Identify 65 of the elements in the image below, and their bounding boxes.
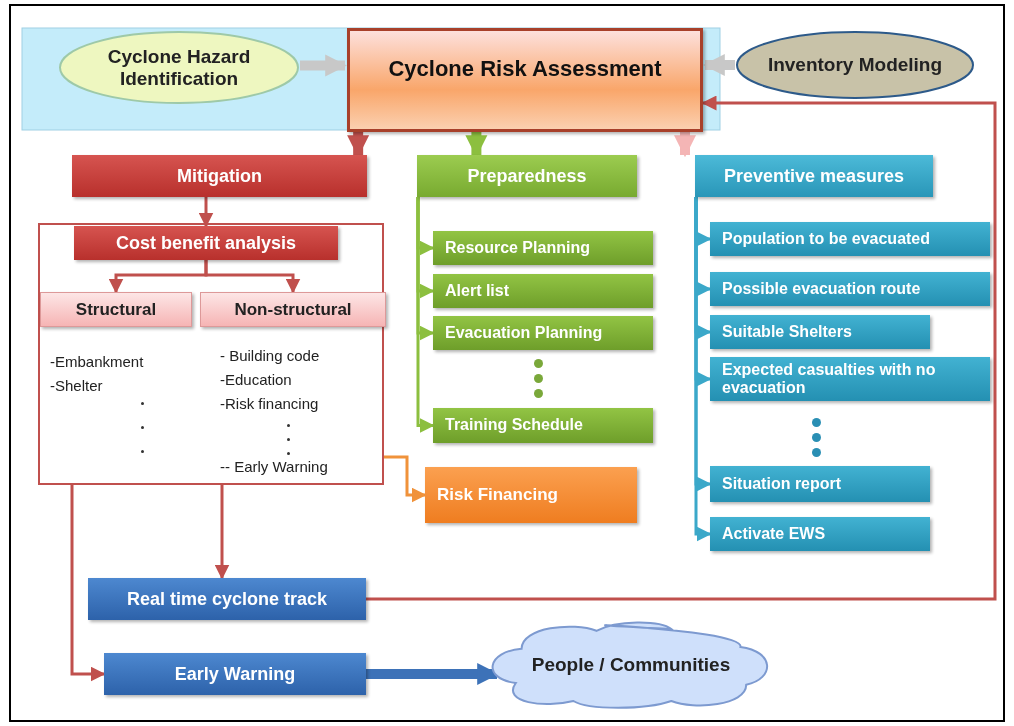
arrow — [416, 197, 435, 433]
node-label: Population to be evacuated — [722, 229, 931, 249]
list-box — [710, 517, 930, 551]
node-label: People / Communities — [531, 654, 731, 676]
list-box — [710, 272, 990, 306]
arrow — [204, 260, 301, 294]
list-item: -Embankment — [50, 353, 144, 370]
assessment-box — [347, 28, 703, 132]
node-label: Cyclone Hazard Identification — [106, 45, 252, 90]
process-box — [695, 155, 933, 197]
oval-node — [735, 30, 975, 100]
arrow — [300, 54, 348, 77]
node-label: Resource Planning — [445, 238, 590, 258]
category-box — [40, 292, 192, 327]
list-box — [710, 315, 930, 349]
oval-node — [58, 30, 300, 105]
node-label: Possible evacuation route — [722, 279, 921, 299]
node-label: Alert list — [445, 281, 509, 301]
node-label: Risk Financing — [437, 485, 558, 505]
node-label: Early Warning — [174, 663, 296, 685]
process-box — [88, 578, 366, 620]
node-label: Preparedness — [467, 165, 587, 187]
arrow — [198, 197, 214, 228]
node-label: Mitigation — [177, 165, 262, 187]
list-item: - Building code — [220, 347, 320, 364]
process-box — [104, 653, 366, 695]
node-label: Evacuation Planning — [445, 323, 603, 343]
arrow — [214, 485, 230, 580]
node-label: Preventive measures — [723, 165, 905, 187]
list-box — [710, 222, 990, 256]
node-label: Cost benefit analysis — [115, 232, 297, 254]
node-label: Inventory Modeling — [767, 54, 943, 76]
node-label: Real time cyclone track — [126, 588, 328, 610]
arrow — [465, 132, 488, 158]
arrow — [702, 54, 735, 76]
process-box — [425, 467, 637, 523]
arrow — [384, 455, 427, 503]
arrow — [366, 663, 500, 685]
process-box — [72, 155, 367, 197]
node-label: Training Schedule — [445, 416, 583, 435]
process-box — [417, 155, 637, 197]
node-label: Cyclone Risk Assessment — [388, 56, 662, 82]
node-label: Non-structural — [234, 299, 352, 320]
category-box — [200, 292, 386, 327]
node-label: Structural — [75, 299, 157, 320]
node-label: Suitable Shelters — [722, 322, 852, 342]
arrow — [347, 132, 370, 158]
node-label: Activate EWS — [722, 524, 826, 544]
process-box — [74, 226, 338, 260]
list-item: -Risk financing — [220, 395, 319, 412]
arrow — [70, 485, 106, 682]
node-label: Expected casualties with no evacuation — [722, 360, 937, 398]
list-item: -- Early Warning — [220, 458, 328, 475]
list-box — [433, 316, 653, 350]
list-box — [710, 357, 990, 401]
list-box — [710, 466, 930, 502]
arrow — [366, 95, 997, 601]
list-box — [433, 408, 653, 443]
list-box — [433, 274, 653, 308]
arrow — [674, 132, 696, 158]
group-frame — [38, 223, 384, 485]
list-box — [433, 231, 653, 265]
list-item: -Education — [220, 371, 292, 388]
list-item: -Shelter — [50, 377, 103, 394]
node-label: Situation report — [722, 474, 842, 494]
